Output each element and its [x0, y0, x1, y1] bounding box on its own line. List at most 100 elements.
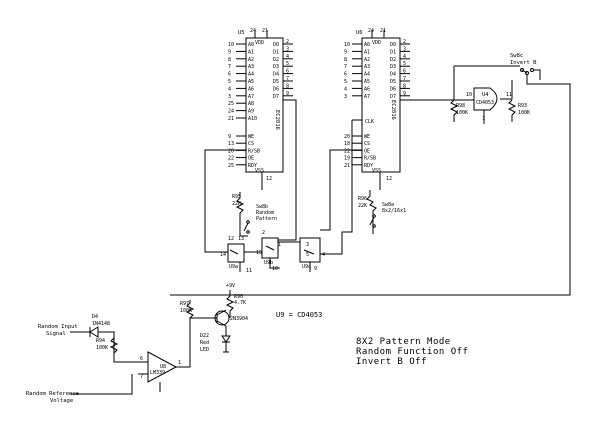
d4-part: 1N4148 [92, 321, 110, 327]
u5-left-pin-name-6: A6 [248, 86, 254, 92]
sw8a-label-1: Sw8a [382, 202, 394, 208]
u5-ctrl-pin-name-4: RDY [248, 163, 257, 169]
u5-vdd-label: VDD [255, 40, 264, 46]
u6-vss-label: VSS [372, 168, 381, 174]
u5-left-pin-num-3: 7 [228, 64, 231, 70]
u5-right-pin-num-6: 8 [286, 83, 289, 89]
u6-right-pin-num-2: 4 [403, 54, 406, 60]
u6-right-pin-num-5: 7 [403, 76, 406, 82]
u5-left-pin-name-2: A2 [248, 57, 254, 63]
u5-ctrl-pin-num-1: 13 [228, 141, 234, 147]
u5-right-pin-num-2: 4 [286, 54, 289, 60]
u5-ctrl-pin-num-4: 25 [228, 163, 234, 169]
invert-switch-label-2: Invert B [510, 60, 537, 66]
u6-ctrl-pin-num-4: 21 [344, 163, 350, 169]
u5-right-pin-num-5: 7 [286, 76, 289, 82]
r95-ref: R95 [232, 194, 241, 200]
mux-u9c-pin-5: 5 [306, 252, 309, 258]
u6-ctrl-pin-name-1: CS [364, 141, 370, 147]
mux-u9c: U9c 3 5 4 9 [299, 237, 330, 272]
r96-value: 22K [358, 203, 367, 209]
u6-left-pin-num-5: 5 [344, 79, 347, 85]
u5-left-pin-name-7: A7 [248, 94, 254, 100]
u6-right-pin-num-0: 2 [403, 39, 406, 45]
r97-ref: R97 [180, 301, 189, 307]
v-pos-label: +9V [226, 283, 235, 289]
u9-note: U9 = CD4053 [276, 311, 322, 319]
u6-left-pin-name-6: A6 [364, 86, 370, 92]
u5-left-pin-num-2: 8 [228, 57, 231, 63]
u5-left-pin-name-4: A4 [248, 72, 254, 78]
u5-left-pin-name-9: A9 [248, 109, 254, 115]
u5-left-pin-name-3: A3 [248, 64, 254, 70]
u5-left-pin-name-8: A8 [248, 101, 254, 107]
u6-top-pin-2: 21 [380, 28, 386, 34]
d22-label-2: LED [200, 347, 209, 353]
u6-left-pin-name-7: A7 [364, 94, 370, 100]
r93-ref: R93 [518, 103, 527, 109]
comparator-pin-1: 1 [178, 360, 181, 366]
u6-left-pin-name-3: A3 [364, 64, 370, 70]
r90-value: 4.7K [234, 300, 246, 306]
u6-right-pin-name-3: D3 [390, 64, 396, 70]
d4-ref: D4 [92, 314, 98, 320]
u5-right-pin-num-7: 9 [286, 91, 289, 97]
u5-left-pin-num-1: 9 [228, 49, 231, 55]
u6-left-pin-num-3: 7 [344, 64, 347, 70]
u6-left-pin-num-4: 6 [344, 72, 347, 78]
mux-u9c-pin-3: 3 [306, 242, 309, 248]
u6-part: EC2816 [390, 100, 396, 120]
u5-ctrl-pin-name-1: CS [248, 141, 254, 147]
transistor-part: 2N3904 [230, 316, 248, 322]
u6-left-pin-name-4: A4 [364, 72, 370, 78]
mux-u9a-ref: U9a [229, 264, 238, 270]
comparator-u8 [147, 351, 178, 383]
u5-left-pin-num-6: 4 [228, 86, 231, 92]
comparator-ref: U8 [160, 364, 166, 370]
u5-ctrl-pin-name-0: WE [248, 134, 254, 140]
mux-u9a-pin-12: 12 [228, 236, 234, 242]
invert-switch: Sw8c Invert B [170, 53, 571, 296]
u5-ctrl-pin-num-2: 20 [228, 148, 234, 154]
u5-right-pin-name-0: D0 [273, 42, 279, 48]
mux-u9a-pin-11: 11 [246, 268, 252, 274]
u6-left-pin-name-1: A1 [364, 49, 370, 55]
u6-left-pin-name-2: A2 [364, 57, 370, 63]
u5-left-pin-num-5: 5 [228, 79, 231, 85]
u5-vss-pin: 12 [266, 176, 272, 182]
u6-right-pin-name-0: D0 [390, 42, 396, 48]
random-ref-label-1: Random Reference [26, 391, 79, 397]
mux-u9b-pin-10: 10 [272, 266, 278, 272]
u5-top-pin-1: 24 [250, 28, 256, 34]
sw8b-switch: R95 22K Sw8b Random Pattern [232, 192, 277, 237]
mux-u9b-pin-15: 15 [256, 250, 262, 256]
u6-ctrl-pin-num-1: 18 [344, 141, 350, 147]
sw8b-label-2: Random [256, 210, 274, 216]
u6-ctrl-pin-num-0: 20 [344, 134, 350, 140]
mux-u9c-pin-9: 9 [314, 266, 317, 272]
u5-left-pin-num-10: 21 [228, 116, 234, 122]
u5-left-pin-num-8: 25 [228, 101, 234, 107]
r97-value: 100K [180, 308, 192, 314]
u5-right-pin-name-6: D6 [273, 86, 279, 92]
random-input-label-1: Random Input [38, 324, 78, 330]
led-driver: +9V R90 4.7K R97 100K 2N3904 D22 Red LED [180, 283, 248, 360]
u5-left-pin-num-9: 24 [228, 109, 234, 115]
invert-switch-label-1: Sw8c [510, 53, 523, 59]
u6-right-pin-name-7: D7 [390, 94, 396, 100]
r98-value: 100K [456, 110, 468, 116]
u4-part: CD4053 [476, 100, 494, 106]
u5-right-pin-num-3: 5 [286, 61, 289, 67]
mux-u9b-pin-1: 1 [278, 242, 281, 248]
mux-u9a-pin-13: 13 [238, 236, 244, 242]
random-input-label-2: Signal [46, 331, 66, 337]
u6-left-pin-name-5: A5 [364, 79, 370, 85]
u5-right-pin-name-1: D1 [273, 49, 279, 55]
u5-left-pin-num-0: 10 [228, 42, 234, 48]
